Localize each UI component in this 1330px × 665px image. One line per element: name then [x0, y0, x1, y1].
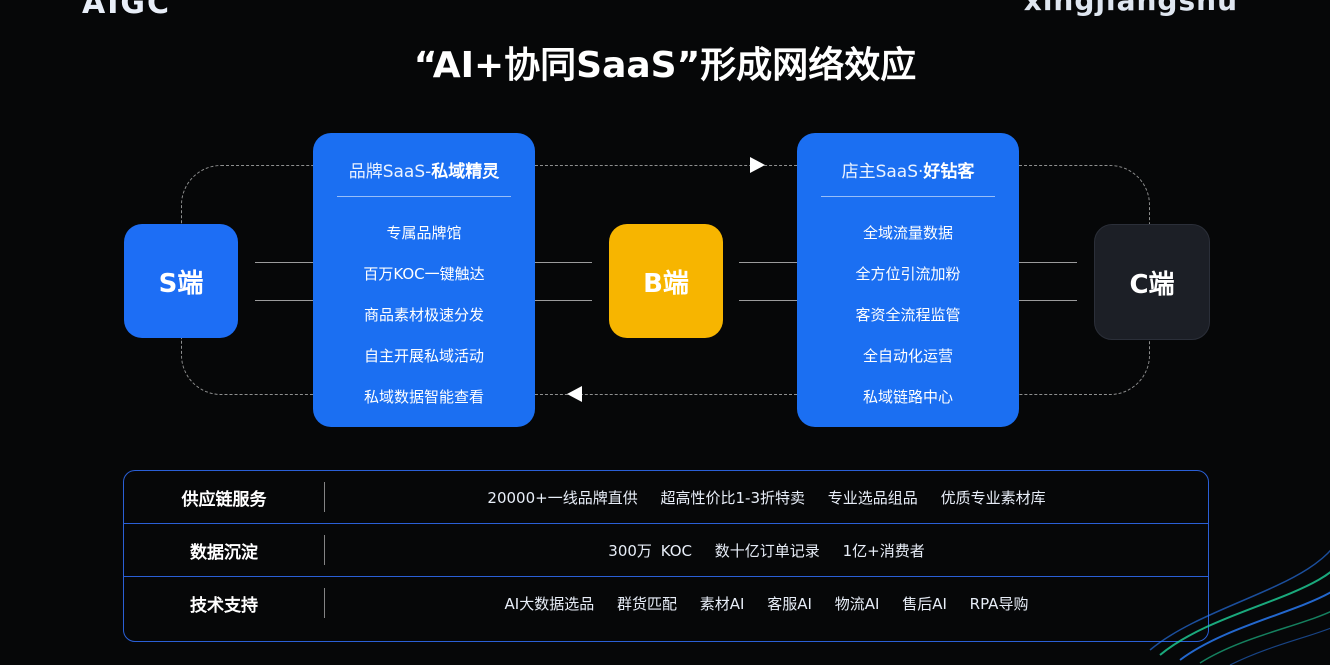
dashed-loop-top-left [181, 165, 314, 224]
table-cell: 素材AI [699, 594, 745, 613]
list-item: 私域链路中心 [862, 388, 953, 406]
table-cell: 物流AI [834, 594, 880, 613]
row-separator [324, 535, 325, 565]
table-cell: 售后AI [902, 594, 947, 613]
list-item: 全域流量数据 [862, 224, 953, 242]
table-cell: 群货匹配 [617, 594, 678, 613]
row-separator [324, 588, 325, 618]
list-item: 私域数据智能查看 [363, 388, 484, 406]
dashed-loop-top-middle [535, 165, 797, 166]
row-separator [324, 482, 325, 512]
node-c-label: C端 [1129, 269, 1175, 300]
table-row: 技术支持 AI大数据选品 群货匹配 素材AI 客服AI 物流AI 售后AI RP… [124, 577, 1208, 629]
panel-brand-saas-title-prefix: 品牌SaaS- [348, 162, 432, 182]
table-row: 数据沉淀 300万 KOC 数十亿订单记录 1亿+消费者 [124, 524, 1208, 577]
panel-brand-saas-title: 品牌SaaS-私域精灵 [313, 157, 535, 182]
table-cell: AI大数据选品 [504, 594, 595, 613]
panel-shop-saas-title: 店主SaaS·好钻客 [797, 157, 1019, 182]
node-b: B端 [609, 224, 723, 338]
table-cell: RPA导购 [969, 594, 1029, 613]
page-title: “AI+协同SaaS”形成网络效应 [413, 45, 917, 86]
list-item: 全自动化运营 [862, 347, 953, 365]
table-cell: 300万 KOC [608, 541, 692, 560]
row-values: 20000+一线品牌直供 超高性价比1-3折特卖 专业选品组品 优质专业素材库 [325, 487, 1208, 508]
node-b-label: B端 [643, 268, 689, 299]
brand-logo-left: AIGC [82, 0, 171, 21]
dashed-loop-bottom-left [181, 338, 314, 395]
table-cell: 超高性价比1-3折特卖 [660, 488, 805, 507]
dashed-loop-top-right [1019, 165, 1150, 224]
table-cell: 专业选品组品 [827, 488, 918, 507]
panel-brand-saas-list: 专属品牌馆 百万KOC一键触达 商品素材极速分发 自主开展私域活动 私域数据智能… [313, 213, 535, 418]
table-cell: 1亿+消费者 [842, 541, 925, 560]
list-item: 专属品牌馆 [386, 224, 462, 242]
panel-brand-saas: 品牌SaaS-私域精灵 专属品牌馆 百万KOC一键触达 商品素材极速分发 自主开… [313, 133, 535, 427]
panel-shop-saas: 店主SaaS·好钻客 全域流量数据 全方位引流加粉 客资全流程监管 全自动化运营… [797, 133, 1019, 427]
table-row: 供应链服务 20000+一线品牌直供 超高性价比1-3折特卖 专业选品组品 优质… [124, 471, 1208, 524]
panel-shop-saas-title-bold: 好钻客 [923, 162, 975, 182]
table-cell: 数十亿订单记录 [714, 541, 820, 560]
panel-shop-saas-title-prefix: 店主SaaS· [841, 162, 924, 182]
node-c: C端 [1094, 224, 1210, 340]
panel-brand-saas-title-bold: 私域精灵 [431, 162, 500, 182]
table-cell: 优质专业素材库 [940, 488, 1046, 507]
brand-logo-right-text: xingjiangshu [1023, 0, 1238, 17]
list-item: 自主开展私域活动 [363, 347, 484, 365]
node-s-label: S端 [158, 268, 204, 299]
row-values: AI大数据选品 群货匹配 素材AI 客服AI 物流AI 售后AI RPA导购 [325, 593, 1208, 614]
dashed-loop-bottom-right [1019, 338, 1150, 395]
row-label: 供应链服务 [181, 489, 267, 510]
decorative-swirl [1149, 549, 1330, 665]
panel-divider [821, 196, 995, 197]
dashed-loop-bottom-middle [535, 394, 797, 395]
panel-divider [337, 196, 511, 197]
row-values: 300万 KOC 数十亿订单记录 1亿+消费者 [325, 540, 1208, 561]
arrow-left-icon [567, 386, 582, 402]
list-item: 百万KOC一键触达 [363, 265, 485, 283]
table-cell: 20000+一线品牌直供 [487, 488, 638, 507]
capability-table: 供应链服务 20000+一线品牌直供 超高性价比1-3折特卖 专业选品组品 优质… [123, 470, 1209, 642]
brand-logo-left-text: AIGC [82, 0, 172, 21]
row-label: 技术支持 [190, 595, 258, 616]
list-item: 客资全流程监管 [855, 306, 961, 324]
node-s: S端 [124, 224, 238, 338]
list-item: 全方位引流加粉 [855, 265, 961, 283]
list-item: 商品素材极速分发 [363, 306, 484, 324]
panel-shop-saas-list: 全域流量数据 全方位引流加粉 客资全流程监管 全自动化运营 私域链路中心 [797, 213, 1019, 418]
brand-logo-right: xingjiangshu [1024, 0, 1238, 17]
arrow-right-icon [750, 157, 765, 173]
table-cell: 客服AI [767, 594, 812, 613]
row-label: 数据沉淀 [190, 542, 258, 563]
